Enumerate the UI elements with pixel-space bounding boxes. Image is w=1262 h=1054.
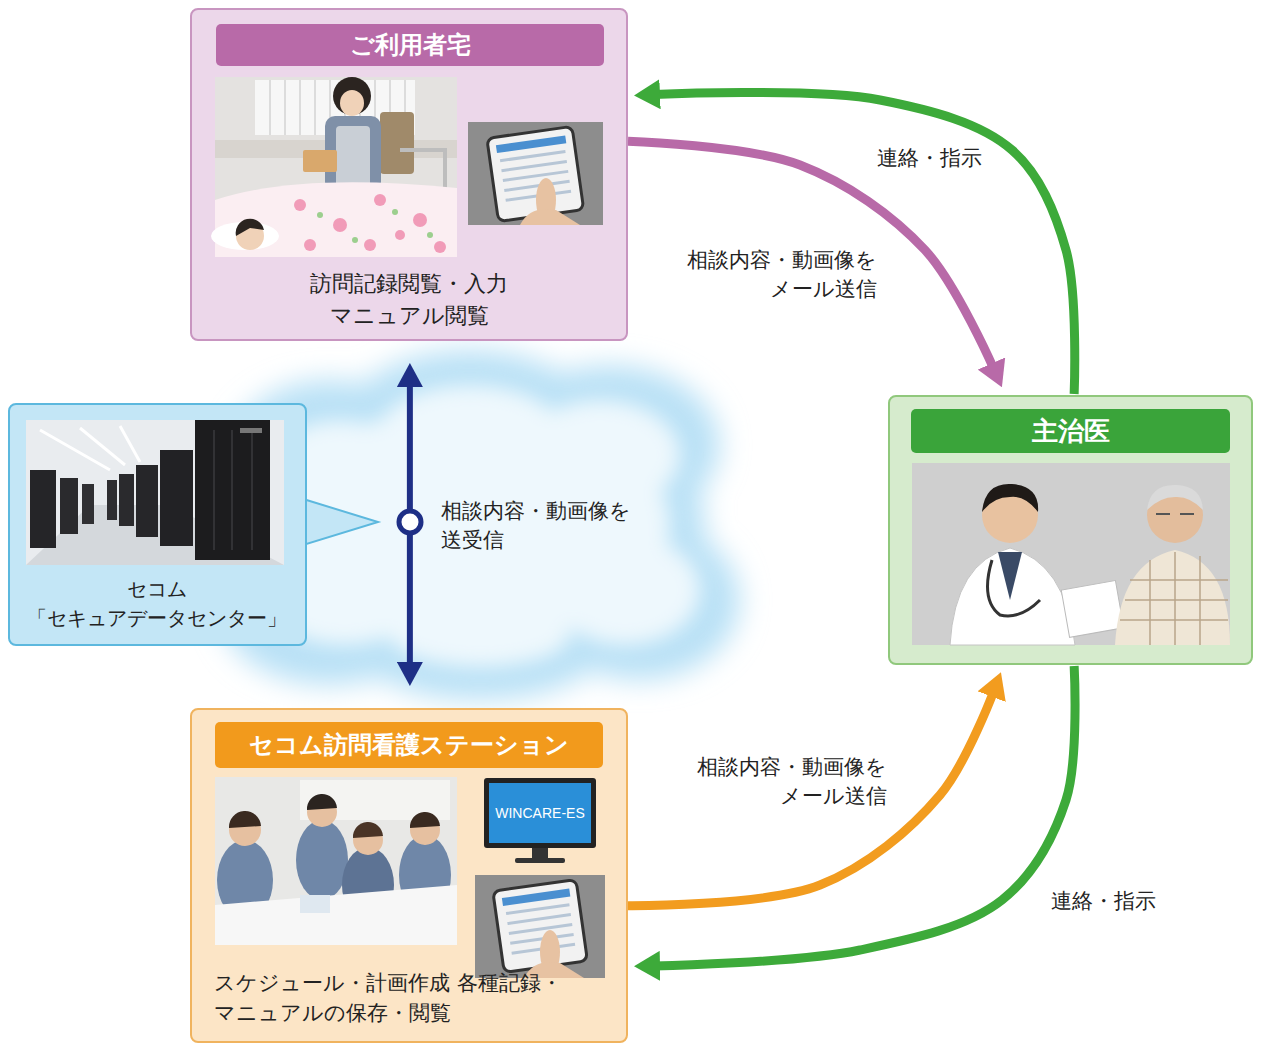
home-visit-photo	[380, 112, 414, 174]
home-visit-photo	[434, 241, 446, 253]
home-visit-photo	[374, 194, 386, 206]
data-center-photo	[119, 474, 134, 526]
data-center-photo	[82, 484, 94, 524]
cloud-core	[265, 385, 700, 667]
home-visit-photo	[317, 212, 323, 218]
cloud-core	[390, 603, 570, 667]
home-visit-photo	[303, 150, 337, 172]
meeting-photo	[215, 777, 457, 945]
cloud-core	[520, 400, 680, 510]
body-text: セコム 「セキュアデータセンター」	[14, 575, 299, 633]
junction-dot	[399, 511, 421, 533]
home-visit-photo	[333, 77, 371, 115]
tablet-photo	[475, 875, 605, 978]
edge-label: 連絡・指示	[1042, 886, 1164, 917]
monitor-icon	[484, 778, 596, 848]
edge-label: 相談内容・動画像を メール送信	[650, 245, 880, 306]
tablet-photo	[500, 152, 571, 201]
header-bar: ご利用者宅	[216, 24, 604, 66]
home-visit-photo	[413, 213, 427, 227]
meeting-photo	[307, 794, 337, 810]
tablet-photo	[468, 122, 603, 225]
connector-arrow	[654, 666, 1075, 966]
monitor-icon	[532, 848, 548, 858]
data-center-photo	[60, 478, 78, 534]
body-text: 訪問記録閲覧・入力 マニュアル閲覧	[249, 268, 569, 332]
meeting-photo	[300, 895, 330, 913]
home-visit-photo	[340, 90, 364, 116]
data-center-photo	[30, 470, 56, 548]
home-visit-photo	[215, 182, 457, 257]
data-center-photo	[26, 420, 284, 565]
connector-arrow	[628, 691, 994, 906]
doctor-photo	[988, 560, 1041, 616]
tablet-photo	[468, 122, 603, 225]
body-text: スケジュール・計画作成 各種記録・マニュアルの保存・閲覧	[214, 968, 614, 1029]
data-center-photo	[214, 430, 252, 550]
home-visit-photo	[294, 194, 446, 253]
doctor-photo	[998, 552, 1022, 600]
data-center-photo	[240, 428, 262, 433]
monitor-icon	[489, 783, 591, 843]
home-visit-photo	[294, 199, 306, 211]
home-visit-photo	[427, 232, 433, 238]
data-center-photo	[107, 480, 117, 520]
home-visit-photo	[215, 77, 457, 257]
doctor-photo	[1120, 552, 1228, 645]
home-visit-photo	[211, 77, 457, 257]
home-visit-photo	[395, 230, 405, 240]
callout-tail	[300, 498, 378, 546]
tablet-photo	[487, 126, 584, 221]
tablet-photo	[502, 889, 570, 906]
meeting-photo	[229, 811, 261, 828]
screen-text: WINCARE-ES	[489, 783, 591, 843]
connector-arrow	[654, 93, 1075, 394]
tablet-photo	[524, 962, 584, 978]
home-visit-photo	[392, 209, 398, 215]
tablet-photo	[493, 880, 588, 973]
data-center-photo	[136, 465, 158, 537]
tablet-photo	[520, 209, 580, 225]
meeting-photo	[353, 822, 383, 838]
doctor-photo	[912, 463, 1230, 645]
doctor-photo	[912, 463, 1230, 645]
data-center-photo	[195, 420, 270, 560]
doctor-photo	[1061, 581, 1123, 638]
data-center-photo	[160, 450, 193, 546]
home-visit-photo	[336, 126, 370, 188]
edge-label: 相談内容・動画像を メール送信	[660, 752, 890, 813]
doctor-photo	[982, 484, 1038, 512]
monitor-icon	[515, 858, 565, 863]
home-visit-photo	[333, 218, 347, 232]
monitor-icon	[484, 778, 596, 863]
header-bar: セコム訪問看護ステーション	[215, 722, 603, 768]
tablet-photo	[493, 880, 588, 973]
data-center-photo	[26, 420, 284, 565]
edge-label: 相談内容・動画像を 送受信	[438, 496, 678, 557]
meeting-photo	[296, 820, 348, 900]
home-visit-photo	[317, 209, 433, 243]
home-visit-photo	[364, 239, 376, 251]
doctor-photo	[1147, 485, 1203, 510]
tablet-photo	[496, 135, 566, 153]
meeting-photo	[215, 777, 457, 945]
cloud-core	[550, 535, 700, 645]
meeting-photo	[410, 812, 440, 828]
tablet-photo	[475, 875, 605, 978]
doctor-photo	[1156, 513, 1194, 515]
home-visit-photo	[304, 239, 316, 251]
edge-label: 連絡・指示	[868, 143, 990, 174]
doctor-photo	[1115, 550, 1230, 645]
data-center-photo	[40, 426, 140, 470]
header-bar: 主治医	[911, 409, 1230, 453]
meeting-photo	[215, 885, 457, 945]
tablet-photo	[487, 126, 584, 221]
home-visit-photo	[236, 219, 264, 236]
home-visit-photo	[352, 237, 358, 243]
connector-arrow	[628, 141, 994, 369]
doctor-photo	[950, 548, 1075, 645]
